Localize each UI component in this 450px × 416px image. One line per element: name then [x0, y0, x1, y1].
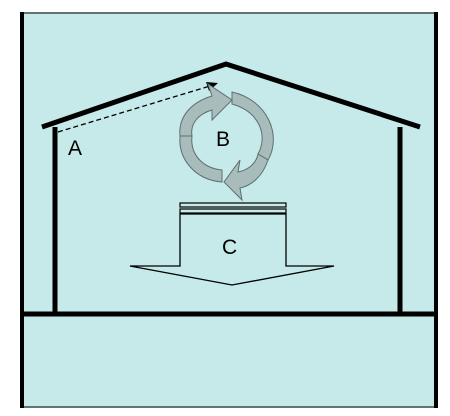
label-b: B — [216, 128, 230, 151]
label-c: C — [222, 236, 237, 259]
circulation-loop-left — [179, 135, 223, 183]
ceiling-diffuser — [179, 202, 287, 214]
diffuser-plate-top — [179, 202, 287, 208]
dashed-flow-arrow — [57, 85, 211, 133]
circulation-arrow-bottom — [223, 153, 269, 202]
circulation-arrow-top — [179, 82, 233, 137]
diffuser-plate-bottom — [179, 208, 287, 214]
circulation-arrows-icon — [179, 82, 274, 202]
house-roof — [41, 61, 421, 130]
downward-airflow-arrow — [129, 213, 335, 286]
label-a: A — [68, 137, 82, 160]
